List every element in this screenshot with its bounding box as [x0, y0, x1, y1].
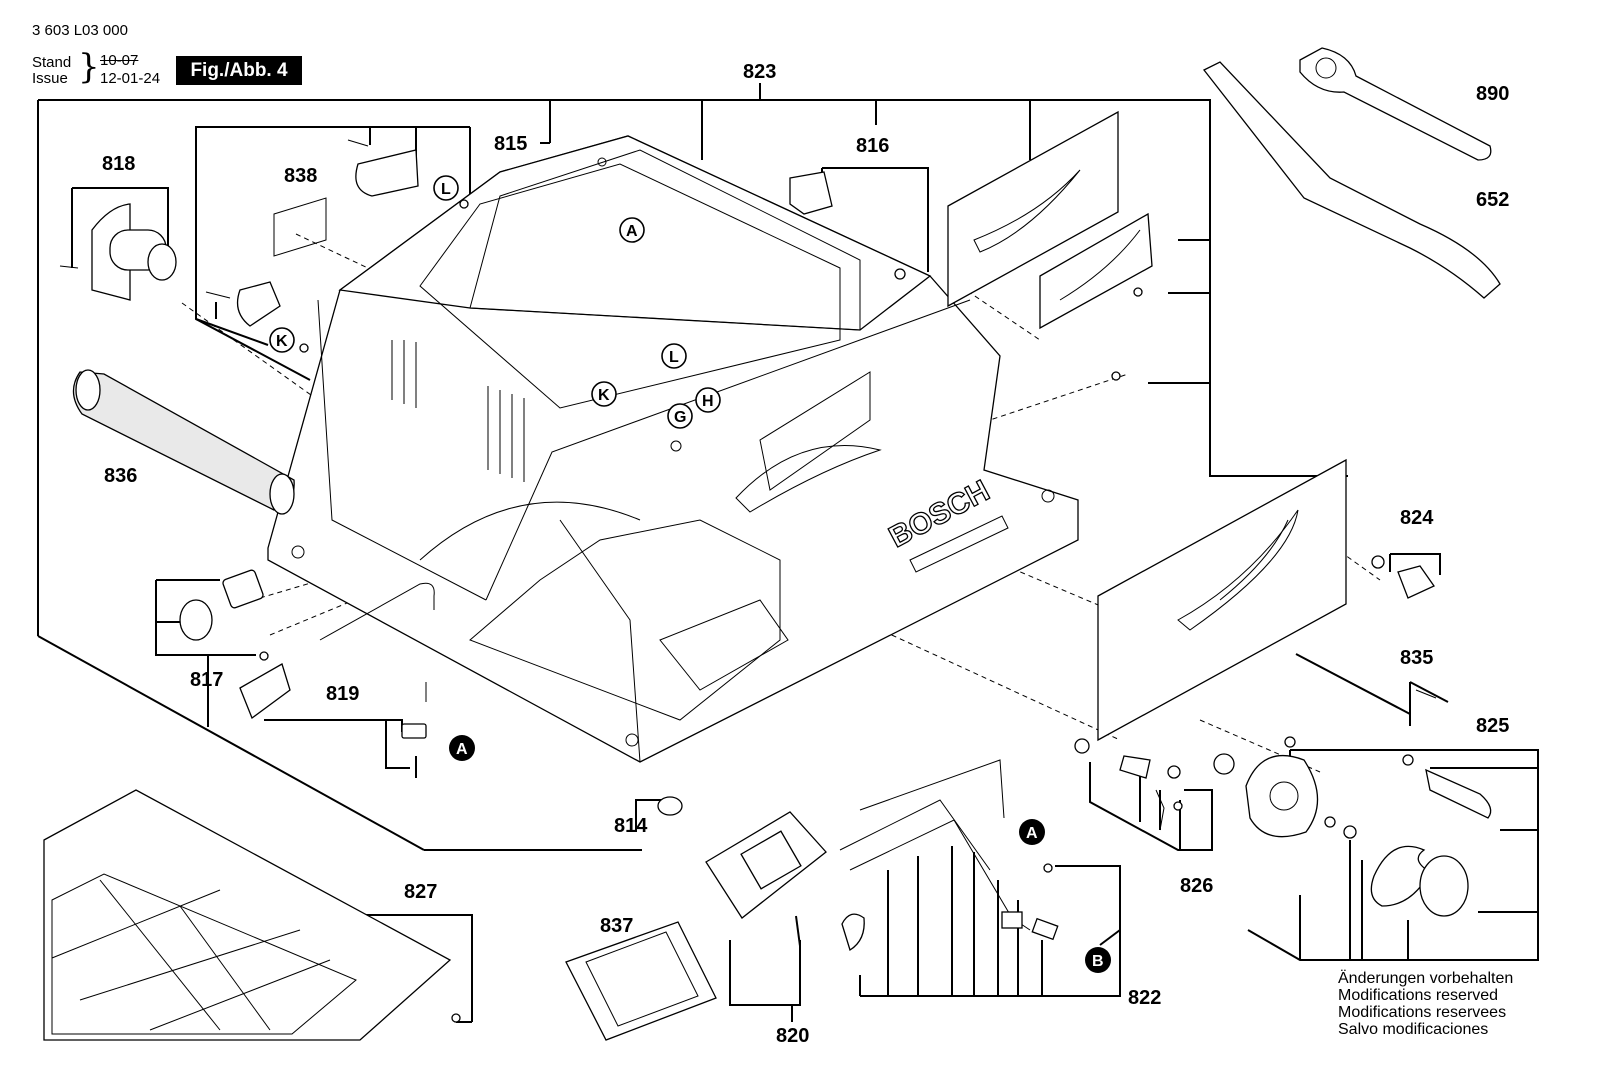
callout-l-inner: L [661, 343, 687, 369]
svg-text:B: B [1092, 953, 1104, 970]
connection-callouts: A L K L K H G A [269, 175, 1111, 973]
part-label-823: 823 [743, 61, 776, 83]
brace-symbol: } [78, 47, 100, 87]
part-label-816: 816 [856, 135, 889, 157]
blade-guard-plates [947, 110, 1153, 381]
part-label-837: 837 [600, 915, 633, 937]
stand-date: 10-07 [100, 52, 139, 69]
part-817-cord [179, 569, 435, 720]
part-814-foot [657, 796, 683, 816]
part-label-818: 818 [102, 153, 135, 175]
callout-a-wiring: A [1019, 819, 1045, 845]
part-number-labels: 823 815 816 818 838 836 890 652 824 835 … [102, 61, 1509, 1047]
document-number: 3 603 L03 000 [32, 22, 128, 39]
svg-text:A: A [1026, 825, 1038, 842]
part-label-824: 824 [1400, 507, 1434, 529]
side-plate [1097, 458, 1347, 742]
part-822-wiring [839, 759, 1059, 941]
part-826-hardware [1074, 738, 1183, 831]
part-825-bevel-assembly [1213, 736, 1492, 917]
stand-label: Stand [32, 54, 72, 71]
notice-line-english: Modifications reserved [1338, 987, 1499, 1004]
svg-text:A: A [626, 223, 638, 240]
part-label-838: 838 [284, 165, 317, 187]
part-label-826: 826 [1180, 875, 1213, 897]
issue-label: Issue [32, 70, 68, 87]
part-label-822: 822 [1128, 987, 1161, 1009]
part-label-825: 825 [1476, 715, 1509, 737]
part-label-835: 835 [1400, 647, 1433, 669]
svg-text:L: L [669, 349, 679, 366]
part-838-label [273, 197, 327, 257]
part-836-hose [72, 369, 295, 515]
svg-text:A: A [456, 741, 468, 758]
figure-label: Fig./Abb. 4 [176, 56, 302, 85]
notice-line-german: Änderungen vorbehalten [1338, 970, 1514, 987]
issue-date: 12-01-24 [100, 70, 161, 87]
svg-text:G: G [674, 409, 686, 426]
part-652-890-tools [1202, 47, 1501, 299]
part-819-clamp [401, 723, 427, 778]
callout-a-outline: A [619, 217, 645, 243]
part-824-knob [1371, 555, 1435, 599]
part-818-adapter [59, 203, 177, 301]
part-816-switch-mount [789, 171, 906, 280]
callout-k-inner: K [591, 381, 617, 407]
svg-text:H: H [702, 393, 714, 410]
callout-h: H [695, 387, 721, 413]
part-835-shaft [1295, 653, 1437, 715]
part-label-890: 890 [1476, 83, 1509, 105]
part-820-switch [705, 811, 865, 951]
part-827-base-plate [43, 789, 461, 1041]
svg-text:K: K [276, 333, 288, 350]
callout-l-upper: L [433, 175, 459, 201]
part-837-battery-box [565, 921, 717, 1041]
part-label-652: 652 [1476, 189, 1509, 211]
svg-text:L: L [441, 181, 451, 198]
part-label-817: 817 [190, 669, 223, 691]
modification-notice: Änderungen vorbehalten Modifications res… [1338, 970, 1513, 1038]
part-label-820: 820 [776, 1025, 809, 1047]
part-label-814: 814 [614, 815, 648, 837]
notice-line-french: Modifications reservees [1338, 1004, 1507, 1021]
notice-line-spanish: Salvo modificaciones [1338, 1021, 1489, 1038]
part-label-815: 815 [494, 133, 527, 155]
part-label-827: 827 [404, 881, 437, 903]
callout-g: G [667, 403, 693, 429]
part-label-819: 819 [326, 683, 359, 705]
callout-a-cord: A [449, 735, 475, 761]
callout-k-upper: K [269, 327, 295, 353]
svg-text:K: K [598, 387, 610, 404]
callout-b-wiring: B [1085, 947, 1111, 973]
part-815-clips [205, 139, 469, 353]
leader-lines [37, 83, 1539, 1023]
part-label-836: 836 [104, 465, 137, 487]
